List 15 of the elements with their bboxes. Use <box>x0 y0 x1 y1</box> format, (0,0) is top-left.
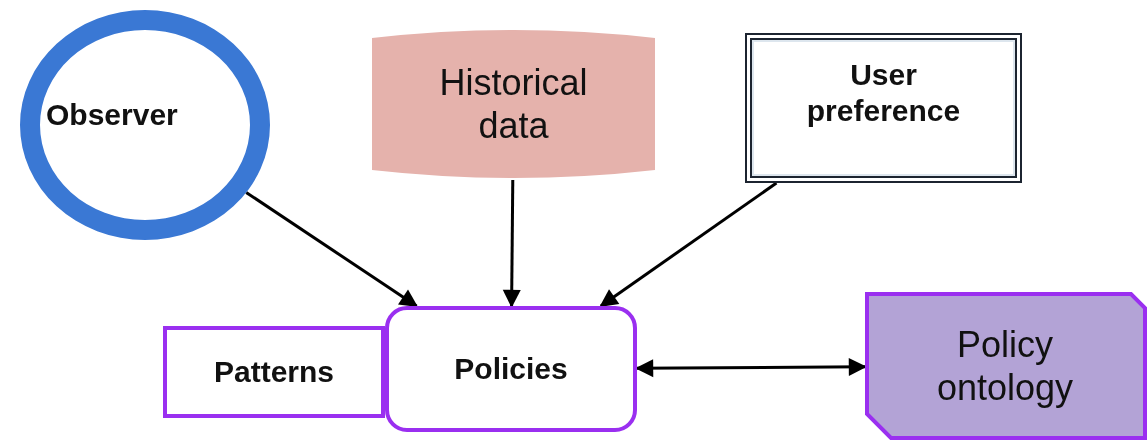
process-box <box>163 326 385 418</box>
cut-corner-box <box>865 292 1145 440</box>
node-label: Patterns <box>213 354 334 390</box>
arrow <box>245 191 418 308</box>
node-label: Observer <box>46 97 178 133</box>
database-cylinder <box>372 28 655 180</box>
node-label: User preference <box>805 57 962 129</box>
node-label: Policy ontology <box>935 322 1075 410</box>
node-label: Policies <box>454 351 568 387</box>
arrow <box>599 181 778 308</box>
double-border-box <box>745 33 1022 183</box>
arrow <box>502 180 521 308</box>
arrow <box>635 357 867 378</box>
rounded-box <box>385 306 637 432</box>
node-label: Historical data <box>438 60 589 148</box>
